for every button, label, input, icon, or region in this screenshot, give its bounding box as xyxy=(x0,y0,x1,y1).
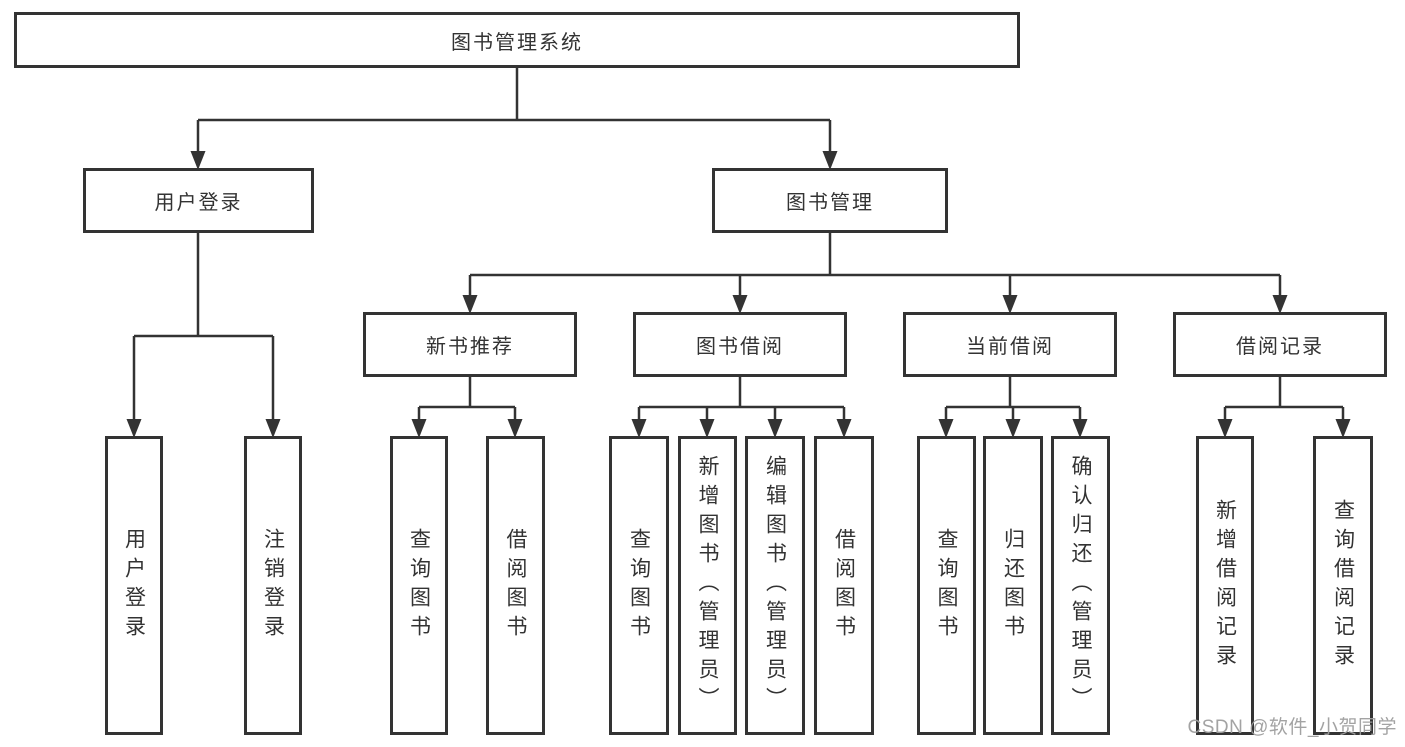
node-new-book-recommend-label: 新书推荐 xyxy=(426,336,514,358)
leaf-query-books-2: 查询图书 xyxy=(609,436,669,735)
leaf-add-book-admin-label: 新增图书（管理员） xyxy=(696,455,720,716)
leaf-edit-book-admin-label: 编辑图书（管理员） xyxy=(763,455,787,716)
node-current-borrow: 当前借阅 xyxy=(903,312,1117,377)
node-root-label: 图书管理系统 xyxy=(451,31,583,54)
node-book-borrow: 图书借阅 xyxy=(633,312,847,377)
leaf-return-book-label: 归还图书 xyxy=(1001,527,1025,644)
leaf-user-login-label: 用户登录 xyxy=(122,527,146,644)
node-book-borrow-label: 图书借阅 xyxy=(696,336,784,358)
arrowhead-icons xyxy=(126,151,1351,438)
leaf-add-borrow-record: 新增借阅记录 xyxy=(1196,436,1254,735)
node-book-management: 图书管理 xyxy=(712,168,948,233)
node-current-borrow-label: 当前借阅 xyxy=(966,336,1054,358)
leaf-query-borrow-record: 查询借阅记录 xyxy=(1313,436,1373,735)
leaf-query-books-1: 查询图书 xyxy=(390,436,448,735)
leaf-query-books-3: 查询图书 xyxy=(917,436,976,735)
node-root-system: 图书管理系统 xyxy=(14,12,1020,68)
node-new-book-recommend: 新书推荐 xyxy=(363,312,577,377)
leaf-borrow-books-1: 借阅图书 xyxy=(486,436,545,735)
node-borrow-records-label: 借阅记录 xyxy=(1236,336,1324,358)
leaf-borrow-books-1-label: 借阅图书 xyxy=(504,527,528,644)
node-borrow-records: 借阅记录 xyxy=(1173,312,1387,377)
leaf-query-books-2-label: 查询图书 xyxy=(627,527,651,644)
leaf-return-book: 归还图书 xyxy=(983,436,1043,735)
leaf-confirm-return-admin: 确认归还（管理员） xyxy=(1051,436,1110,735)
node-user-login: 用户登录 xyxy=(83,168,314,233)
leaf-borrow-books-2-label: 借阅图书 xyxy=(832,527,856,644)
leaf-logout: 注销登录 xyxy=(244,436,302,735)
csdn-watermark: CSDN @软件_小贺同学 xyxy=(1187,717,1397,738)
leaf-borrow-books-2: 借阅图书 xyxy=(814,436,874,735)
leaf-query-borrow-record-label: 查询借阅记录 xyxy=(1331,498,1355,673)
leaf-query-books-1-label: 查询图书 xyxy=(407,527,431,644)
leaf-query-books-3-label: 查询图书 xyxy=(935,527,959,644)
leaf-user-login: 用户登录 xyxy=(105,436,163,735)
leaf-logout-label: 注销登录 xyxy=(261,527,285,644)
leaf-add-book-admin: 新增图书（管理员） xyxy=(678,436,737,735)
leaf-edit-book-admin: 编辑图书（管理员） xyxy=(745,436,805,735)
leaf-confirm-return-admin-label: 确认归还（管理员） xyxy=(1069,455,1093,716)
leaf-add-borrow-record-label: 新增借阅记录 xyxy=(1213,498,1237,673)
node-book-management-label: 图书管理 xyxy=(786,192,874,214)
node-user-login-label: 用户登录 xyxy=(154,192,243,214)
